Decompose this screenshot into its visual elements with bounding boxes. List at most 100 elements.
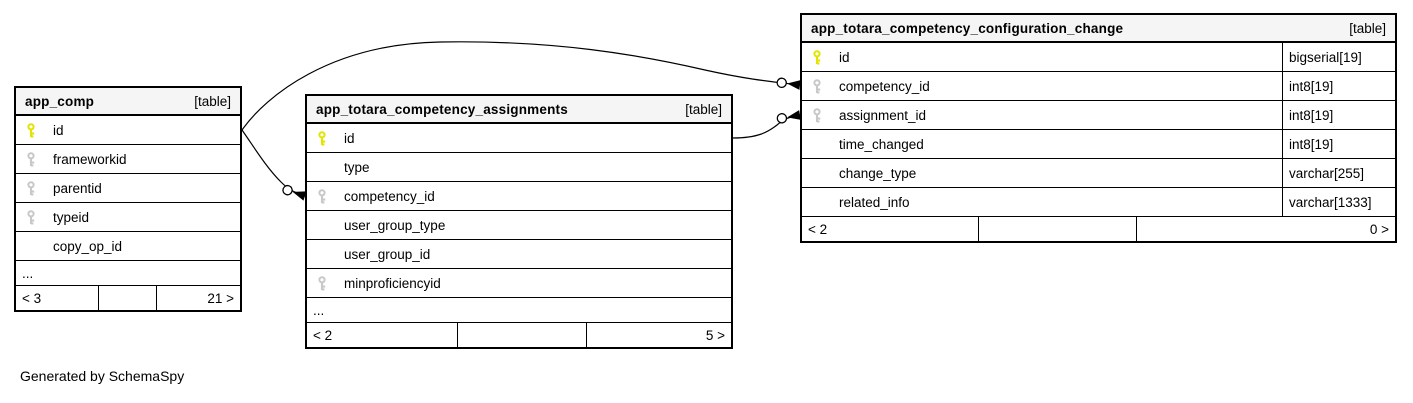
- column-main-cell: typeid: [16, 203, 240, 231]
- table-tag: [table]: [194, 93, 231, 109]
- column-name: competency_id: [344, 188, 435, 204]
- primary-key-icon: [25, 122, 37, 138]
- column-type: int8[19]: [1282, 101, 1395, 129]
- column-name: parentid: [53, 180, 102, 196]
- no-key-spacer: [316, 218, 328, 233]
- column-row-typeid: typeid: [16, 203, 240, 232]
- column-name: id: [53, 122, 64, 138]
- table-app-totara-competency-configuration-change: app_totara_competency_configuration_chan…: [800, 13, 1397, 243]
- table-footer: < 2 5 >: [307, 323, 731, 347]
- generated-by-label: Generated by SchemaSpy: [20, 368, 185, 384]
- column-name: user_group_id: [344, 246, 431, 262]
- column-name: user_group_type: [344, 217, 446, 233]
- foreign-key-icon: [25, 180, 37, 196]
- column-row-assignment_id: assignment_id int8[19]: [802, 101, 1395, 130]
- no-key-spacer: [25, 239, 37, 254]
- ellipsis-label: ...: [313, 302, 325, 318]
- column-type: bigserial[19]: [1282, 43, 1395, 71]
- column-main-cell: id: [802, 43, 1282, 71]
- column-name: competency_id: [839, 78, 930, 94]
- fk-edge-assignments-id-to-configchange-assignment-id: [732, 110, 801, 139]
- footer-middle-cell: [98, 286, 157, 310]
- table-footer: < 3 21 >: [16, 286, 240, 310]
- ellipsis-label: ...: [22, 265, 34, 281]
- foreign-key-icon: [316, 188, 328, 204]
- column-row-parentid: parentid: [16, 174, 240, 203]
- column-row-related_info: related_info varchar[1333]: [802, 188, 1395, 217]
- column-name: id: [344, 130, 355, 146]
- ellipsis-row: ...: [16, 261, 240, 286]
- foreign-key-icon: [811, 78, 823, 94]
- footer-children-count: 21 >: [207, 290, 234, 306]
- column-row-minproficiencyid: minproficiencyid: [307, 269, 731, 298]
- footer-parents-count: < 3: [22, 290, 42, 306]
- table-header[interactable]: app_comp [table]: [16, 88, 240, 116]
- column-row-competency_id: competency_id: [307, 182, 731, 211]
- column-name: type: [344, 159, 370, 175]
- primary-key-icon: [316, 130, 328, 146]
- footer-parents-count: < 2: [313, 327, 333, 343]
- table-footer: < 2 0 >: [802, 217, 1395, 241]
- column-main-cell: frameworkid: [16, 145, 240, 173]
- table-title[interactable]: app_totara_competency_configuration_chan…: [811, 20, 1124, 36]
- column-name: change_type: [839, 165, 917, 181]
- fk-edge-appcomp-to-assignments-competency-id: [241, 129, 307, 201]
- column-row-change_type: change_type varchar[255]: [802, 159, 1395, 188]
- table-title[interactable]: app_totara_competency_assignments: [316, 101, 568, 117]
- column-name: copy_op_id: [53, 238, 123, 254]
- column-type: varchar[255]: [1282, 159, 1395, 187]
- no-key-spacer: [811, 195, 823, 210]
- column-main-cell: competency_id: [307, 182, 731, 210]
- column-row-competency_id: competency_id int8[19]: [802, 72, 1395, 101]
- column-row-id: id bigserial[19]: [802, 43, 1395, 72]
- table-tag: [table]: [1349, 20, 1386, 36]
- no-key-spacer: [316, 160, 328, 175]
- column-main-cell: change_type: [802, 159, 1282, 187]
- ellipsis-row: ...: [307, 298, 731, 323]
- column-row-copy_op_id: copy_op_id: [16, 232, 240, 261]
- table-header[interactable]: app_totara_competency_assignments [table…: [307, 96, 731, 124]
- no-key-spacer: [811, 137, 823, 152]
- column-name: related_info: [839, 194, 910, 210]
- column-main-cell: parentid: [16, 174, 240, 202]
- column-row-id: id: [16, 116, 240, 145]
- table-app-comp: app_comp [table] id frameworkid parentid ty…: [14, 86, 242, 312]
- column-type: int8[19]: [1282, 72, 1395, 100]
- footer-middle-cell: [457, 323, 587, 347]
- column-row-frameworkid: frameworkid: [16, 145, 240, 174]
- no-key-spacer: [316, 247, 328, 262]
- column-name: typeid: [53, 209, 90, 225]
- footer-middle-cell: [978, 217, 1137, 241]
- foreign-key-icon: [25, 151, 37, 167]
- column-row-type: type: [307, 153, 731, 182]
- column-name: assignment_id: [839, 107, 927, 123]
- no-key-spacer: [811, 166, 823, 181]
- column-row-user_group_type: user_group_type: [307, 211, 731, 240]
- column-main-cell: assignment_id: [802, 101, 1282, 129]
- column-main-cell: time_changed: [802, 130, 1282, 158]
- column-main-cell: user_group_type: [307, 211, 731, 239]
- column-name: minproficiencyid: [344, 275, 441, 291]
- table-header[interactable]: app_totara_competency_configuration_chan…: [802, 15, 1395, 43]
- column-main-cell: minproficiencyid: [307, 269, 731, 297]
- table-tag: [table]: [685, 101, 722, 117]
- column-type: int8[19]: [1282, 130, 1395, 158]
- primary-key-icon: [811, 49, 823, 65]
- column-name: time_changed: [839, 136, 924, 152]
- column-main-cell: competency_id: [802, 72, 1282, 100]
- table-app-totara-competency-assignments: app_totara_competency_assignments [table…: [305, 94, 733, 349]
- footer-parents-count: < 2: [808, 221, 828, 237]
- footer-children-count: 0 >: [1369, 221, 1389, 237]
- column-name: id: [839, 49, 850, 65]
- column-main-cell: type: [307, 153, 731, 181]
- column-type: varchar[1333]: [1282, 188, 1395, 216]
- column-row-user_group_id: user_group_id: [307, 240, 731, 269]
- column-main-cell: id: [307, 124, 731, 152]
- column-main-cell: id: [16, 116, 240, 144]
- column-name: frameworkid: [53, 151, 127, 167]
- foreign-key-icon: [25, 209, 37, 225]
- table-title[interactable]: app_comp: [25, 93, 95, 109]
- footer-children-count: 5 >: [705, 327, 725, 343]
- column-row-time_changed: time_changed int8[19]: [802, 130, 1395, 159]
